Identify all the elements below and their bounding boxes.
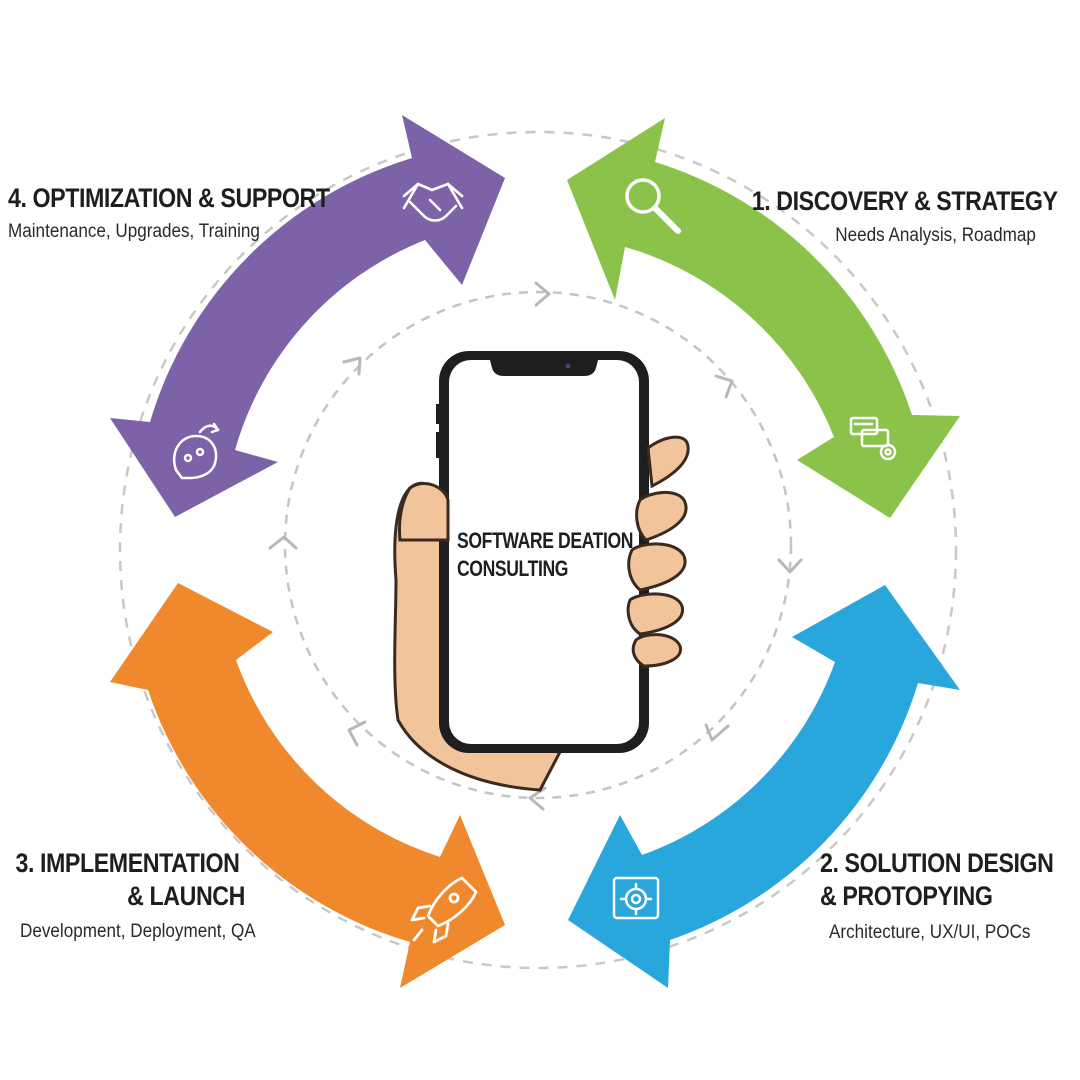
stage-3-title: 3. IMPLEMENTATION [14,848,239,878]
stage-arrow-optimization [110,115,505,517]
outer-dashed-ring [118,130,958,970]
gear-window-icon [612,876,660,920]
stage-3-title-line2: & LAUNCH [127,881,245,911]
phone-screen [449,360,639,744]
inner-dashed-ring [283,290,793,800]
stage-arrow-implementation [110,583,505,988]
stage-2-title-line2: & PROTOPYING [820,881,993,911]
hand-finger [626,592,684,636]
devices-gear-icon [849,416,897,461]
stage-1-subtitle: Needs Analysis, Roadmap [835,225,1036,246]
stage-arrow-solution-design [568,585,960,988]
phone-notch [490,360,598,376]
hand-holding-phone [393,351,690,792]
hand-finger [631,633,682,668]
ring-chevron [704,723,730,742]
stage-4-subtitle: Maintenance, Upgrades, Training [8,221,260,242]
ring-chevron [342,356,362,376]
refresh-head-icon [173,422,220,480]
hand-thumb [398,482,450,542]
magnifier-icon [625,178,681,234]
center-title-line2: CONSULTING [457,556,569,581]
stage-2-subtitle: Architecture, UX/UI, POCs [829,922,1031,943]
ring-chevron [347,720,367,747]
rocket-icon [410,876,478,944]
stage-2-title: 2. SOLUTION DESIGN [820,848,1054,878]
hand-finger [646,435,690,489]
center-title-line1: SOFTWARE DEATION [457,528,634,553]
ring-chevron [777,558,803,574]
stage-1-title: 1. DISCOVERY & STRATEGY [752,186,1058,216]
stage-4-title: 4. OPTIMIZATION & SUPPORT [8,183,330,213]
hand-finger [635,491,688,542]
stage-3-subtitle: Development, Deployment, QA [20,921,256,942]
handshake-icon [402,182,464,222]
ring-chevron [534,281,551,307]
ring-chevron [714,374,734,399]
hand-finger [627,542,687,592]
ring-chevron [268,535,298,550]
